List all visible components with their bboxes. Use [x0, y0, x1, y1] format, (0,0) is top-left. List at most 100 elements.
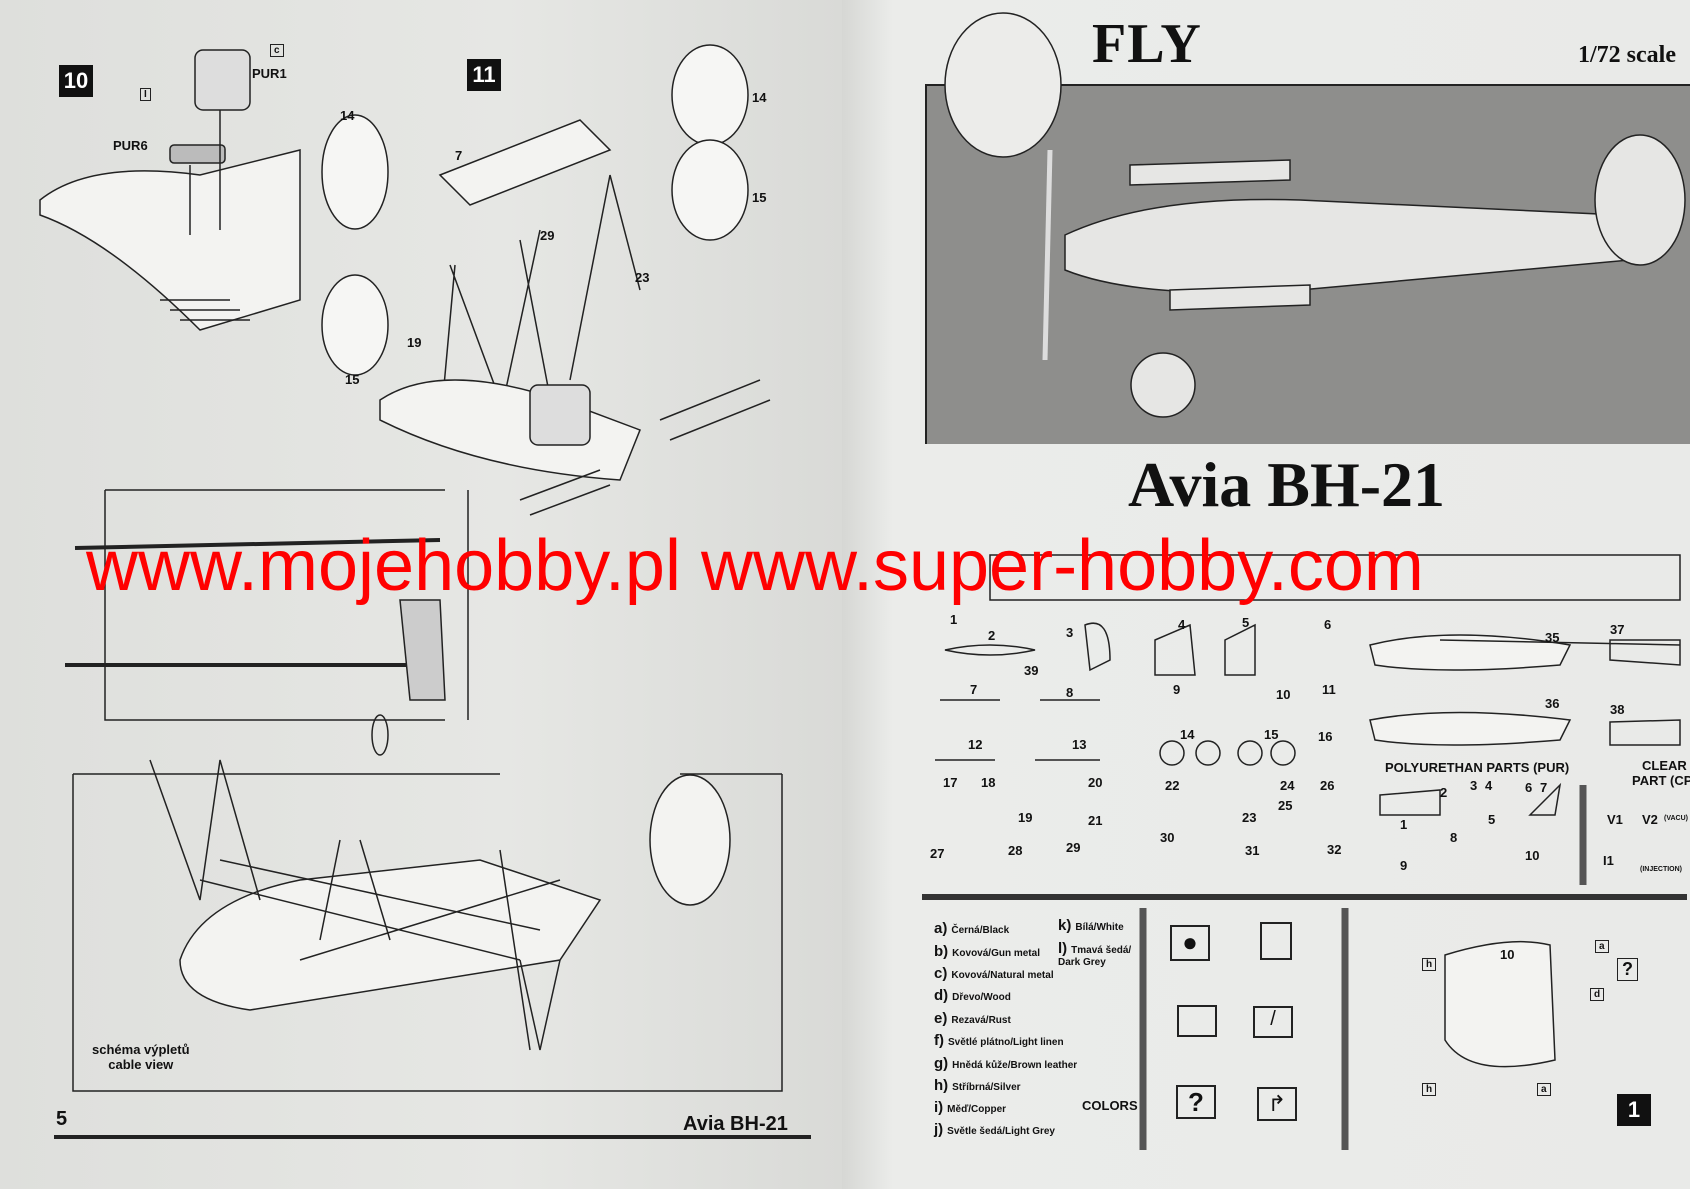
aircraft-tail: [1594, 134, 1686, 266]
clear-heading-line1: CLEAR: [1641, 758, 1687, 773]
label-part-14: 14: [340, 108, 355, 123]
color-f: f)Světlé plátno/Light linen: [934, 1032, 1064, 1049]
step1-paint-d: d: [1590, 988, 1605, 1001]
brand-logo-text: FLY: [1092, 13, 1202, 75]
paint-code-i: I: [140, 88, 151, 101]
wheel-15-drawing: [321, 274, 389, 376]
pur-part-label: 10: [1525, 848, 1540, 863]
part-label: 11: [1322, 682, 1336, 697]
label-pur6: PUR6: [113, 138, 148, 153]
cable-view-frame: [72, 773, 783, 1092]
pur-part-label: 9: [1400, 858, 1408, 873]
logo-oval: [944, 12, 1062, 158]
label-part-19: 19: [407, 335, 422, 350]
part-label: 36: [1545, 696, 1560, 711]
step1-paint-h2: h: [1422, 1083, 1437, 1096]
step1-option-icon: ?: [1617, 958, 1638, 981]
aircraft-wheel: [1130, 352, 1196, 418]
paint-code-c: c: [270, 44, 284, 57]
part-label: 3: [1066, 625, 1074, 640]
step-1-badge: 1: [1617, 1094, 1651, 1126]
color-d: d)Dřevo/Wood: [934, 987, 1011, 1004]
watermark-text: www.mojehobby.pl www.super-hobby.com: [86, 526, 1424, 606]
remove-knife-icon: /: [1253, 1006, 1293, 1038]
color-k: k)Bílá/White: [1058, 917, 1124, 934]
part-label: 29: [1066, 840, 1081, 855]
part-label: 37: [1610, 622, 1625, 637]
pur-heading: POLYURETHAN PARTS (PUR): [1385, 760, 1570, 775]
clear-part-v1: V1: [1607, 812, 1623, 827]
cable-view-en: cable view: [108, 1057, 174, 1072]
color-j: j)Světle šedá/Light Grey: [934, 1121, 1055, 1138]
part-label: 31: [1245, 843, 1260, 858]
part-label: 32: [1327, 842, 1342, 857]
part-label: 13: [1072, 737, 1087, 752]
color-a: a)Černá/Black: [934, 920, 1010, 937]
part-label: 35: [1545, 630, 1560, 645]
color-i: i)Měď/Copper: [934, 1099, 1007, 1116]
step1-paint-h: h: [1422, 958, 1437, 971]
part-label: 6: [1324, 617, 1332, 632]
color-g: g)Hnědá kůže/Brown leather: [934, 1055, 1078, 1072]
part-label: 1: [950, 612, 958, 627]
part-label: 7: [970, 682, 978, 697]
glue-tube-icon: [1260, 922, 1292, 960]
part-label: 16: [1318, 729, 1333, 744]
pur-part-label: 7: [1540, 780, 1548, 795]
label-part-23: 23: [635, 270, 650, 285]
part-label: 15: [1264, 727, 1279, 742]
bend-arrow-icon: ↱: [1257, 1087, 1297, 1121]
part-label: 26: [1320, 778, 1335, 793]
part-label: 22: [1165, 778, 1180, 793]
detail-frame: [104, 489, 445, 721]
pur-part-label: 1: [1400, 817, 1408, 832]
part-label: 12: [968, 737, 983, 752]
label-part-15: 15: [345, 372, 360, 387]
part-label: 8: [1066, 685, 1074, 700]
radiator-drawing: [194, 49, 251, 111]
axle-fairing-drawing: [438, 119, 612, 206]
step1-paint-a2: a: [1537, 1083, 1551, 1096]
cable-view-caption: schéma výpletů cable view: [92, 1042, 190, 1072]
part-label: 5: [1242, 615, 1250, 630]
part-label: 20: [1088, 775, 1103, 790]
clear-part-heading: CLEAR PART (CP): [1632, 758, 1690, 788]
scratch-build-hand-icon: [1177, 1005, 1217, 1037]
pur-part-label: 5: [1488, 812, 1496, 827]
color-h: h)Stříbrná/Silver: [934, 1077, 1021, 1094]
option-question-icon: ?: [1176, 1085, 1216, 1119]
clear-part-injection: (INJECTION): [1640, 866, 1682, 873]
part-label: 14: [1180, 727, 1195, 742]
footer-title: Avia BH-21: [683, 1113, 788, 1135]
cable-view-cz: schéma výpletů: [92, 1042, 190, 1057]
color-e: e)Rezavá/Rust: [934, 1010, 1011, 1027]
pur-part-label: 6: [1525, 780, 1533, 795]
part-label: 39: [1024, 663, 1039, 678]
page-number-5: 5: [56, 1108, 68, 1130]
color-c: c)Kovová/Natural metal: [934, 965, 1054, 982]
part-label: 23: [1242, 810, 1257, 825]
clear-heading-line2: PART (CP): [1632, 773, 1690, 788]
part-label: 38: [1610, 702, 1625, 717]
part-label: 2: [988, 628, 996, 643]
paint-drop-icon: ●: [1170, 925, 1210, 961]
label-part-7: 7: [455, 148, 463, 163]
aircraft-fuselage: [1064, 198, 1631, 294]
part-label: 21: [1088, 813, 1103, 828]
part-label: 17: [943, 775, 958, 790]
part-label: 18: [981, 775, 996, 790]
wheel-14-drawing: [321, 114, 389, 230]
label-part-29: 29: [540, 228, 555, 243]
pur-part-label: 8: [1450, 830, 1458, 845]
pur-part-label: 3: [1470, 778, 1478, 793]
part-label: 24: [1280, 778, 1295, 793]
scale-label: 1/72 scale: [1578, 42, 1676, 68]
part-label: 25: [1278, 798, 1293, 813]
part-label: 10: [1276, 687, 1291, 702]
step1-paint-a: a: [1595, 940, 1609, 953]
part-label: 19: [1018, 810, 1033, 825]
color-l: l)Tmavá šedá/ Dark Grey: [1058, 940, 1132, 968]
label-part-15b: 15: [752, 190, 767, 205]
step-11-badge: 11: [467, 59, 501, 91]
